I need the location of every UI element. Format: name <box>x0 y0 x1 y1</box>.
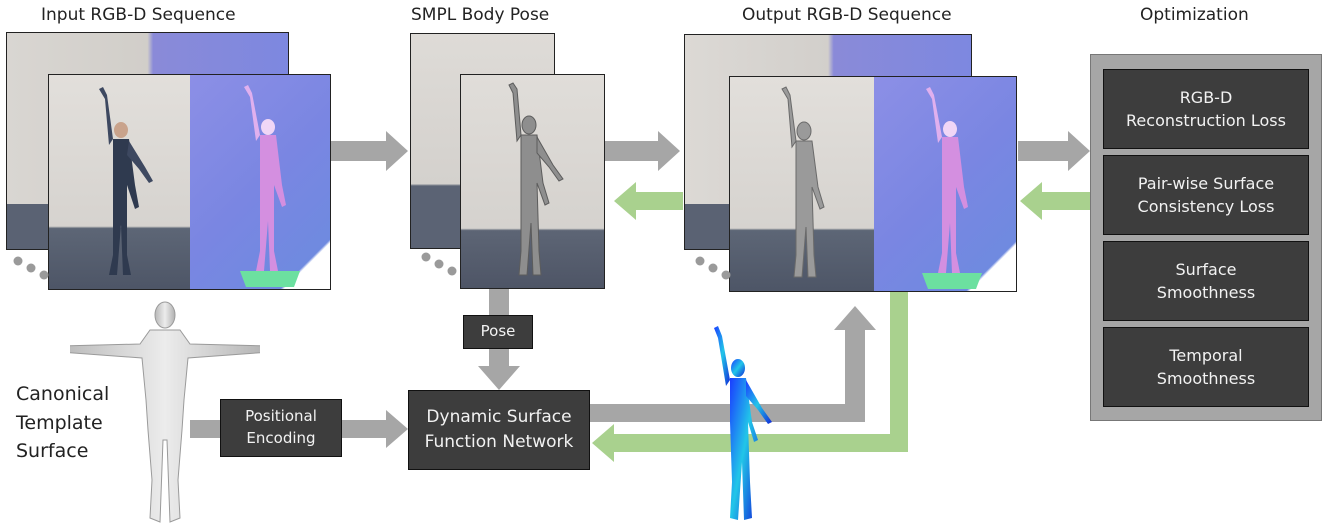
predicted-surface-icon <box>714 326 772 520</box>
dynamic-surface-network-box: Dynamic Surface Function Network <box>408 390 590 470</box>
pose-label: Pose <box>480 322 516 341</box>
arrow-pose-to-network <box>478 349 520 390</box>
arrow-back-output-to-network <box>592 290 908 462</box>
arrow-input-to-smpl <box>330 131 408 171</box>
smpl-body-pose-header: SMPL Body Pose <box>411 5 550 25</box>
pose-box: Pose <box>463 315 533 349</box>
smpl-more-ellipsis-icon <box>421 252 457 276</box>
output-frame-front <box>729 76 1017 292</box>
optimization-header: Optimization <box>1140 5 1249 25</box>
arrow-output-to-optimization <box>1018 131 1090 171</box>
smpl-body-icon <box>508 82 564 276</box>
input-normal-image <box>190 75 330 289</box>
smpl-frame-front <box>460 74 605 289</box>
output-rgb-image <box>730 77 874 291</box>
arrow-smpl-to-output <box>604 131 680 171</box>
output-more-ellipsis-icon <box>695 256 731 280</box>
input-rgb-image <box>49 75 190 289</box>
loss-rgbd-reconstruction: RGB-D Reconstruction Loss <box>1103 69 1309 149</box>
input-sequence-header: Input RGB-D Sequence <box>41 5 236 25</box>
loss-surface-smoothness-label: Surface Smoothness <box>1156 259 1256 302</box>
arrow-encoding-to-network <box>342 410 408 448</box>
optimization-panel: RGB-D Reconstruction Loss Pair-wise Surf… <box>1090 54 1322 421</box>
loss-pairwise-consistency: Pair-wise Surface Consistency Loss <box>1103 155 1309 235</box>
input-more-ellipsis-icon <box>13 256 49 280</box>
positional-encoding-box: Positional Encoding <box>220 399 342 457</box>
positional-encoding-label: Positional Encoding <box>245 407 317 447</box>
output-normal-image <box>874 77 1016 291</box>
loss-pairwise-consistency-label: Pair-wise Surface Consistency Loss <box>1137 173 1275 216</box>
dynamic-surface-network-label: Dynamic Surface Function Network <box>424 407 574 452</box>
loss-temporal-smoothness-label: Temporal Smoothness <box>1156 345 1256 388</box>
canonical-template-label: Canonical Template Surface <box>16 383 110 462</box>
arrow-template-to-encoding <box>190 420 220 438</box>
loss-rgbd-reconstruction-label: RGB-D Reconstruction Loss <box>1126 87 1286 130</box>
arrow-back-optimization-to-output <box>1020 182 1092 220</box>
arrow-network-to-output <box>590 306 876 422</box>
loss-surface-smoothness: Surface Smoothness <box>1103 241 1309 321</box>
loss-temporal-smoothness: Temporal Smoothness <box>1103 327 1309 407</box>
input-frame-front <box>48 74 331 290</box>
arrow-smpl-to-pose-shaft <box>489 287 509 315</box>
arrow-back-output-to-smpl <box>614 182 683 220</box>
canonical-template-body-icon <box>70 301 260 523</box>
output-sequence-header: Output RGB-D Sequence <box>742 5 952 25</box>
